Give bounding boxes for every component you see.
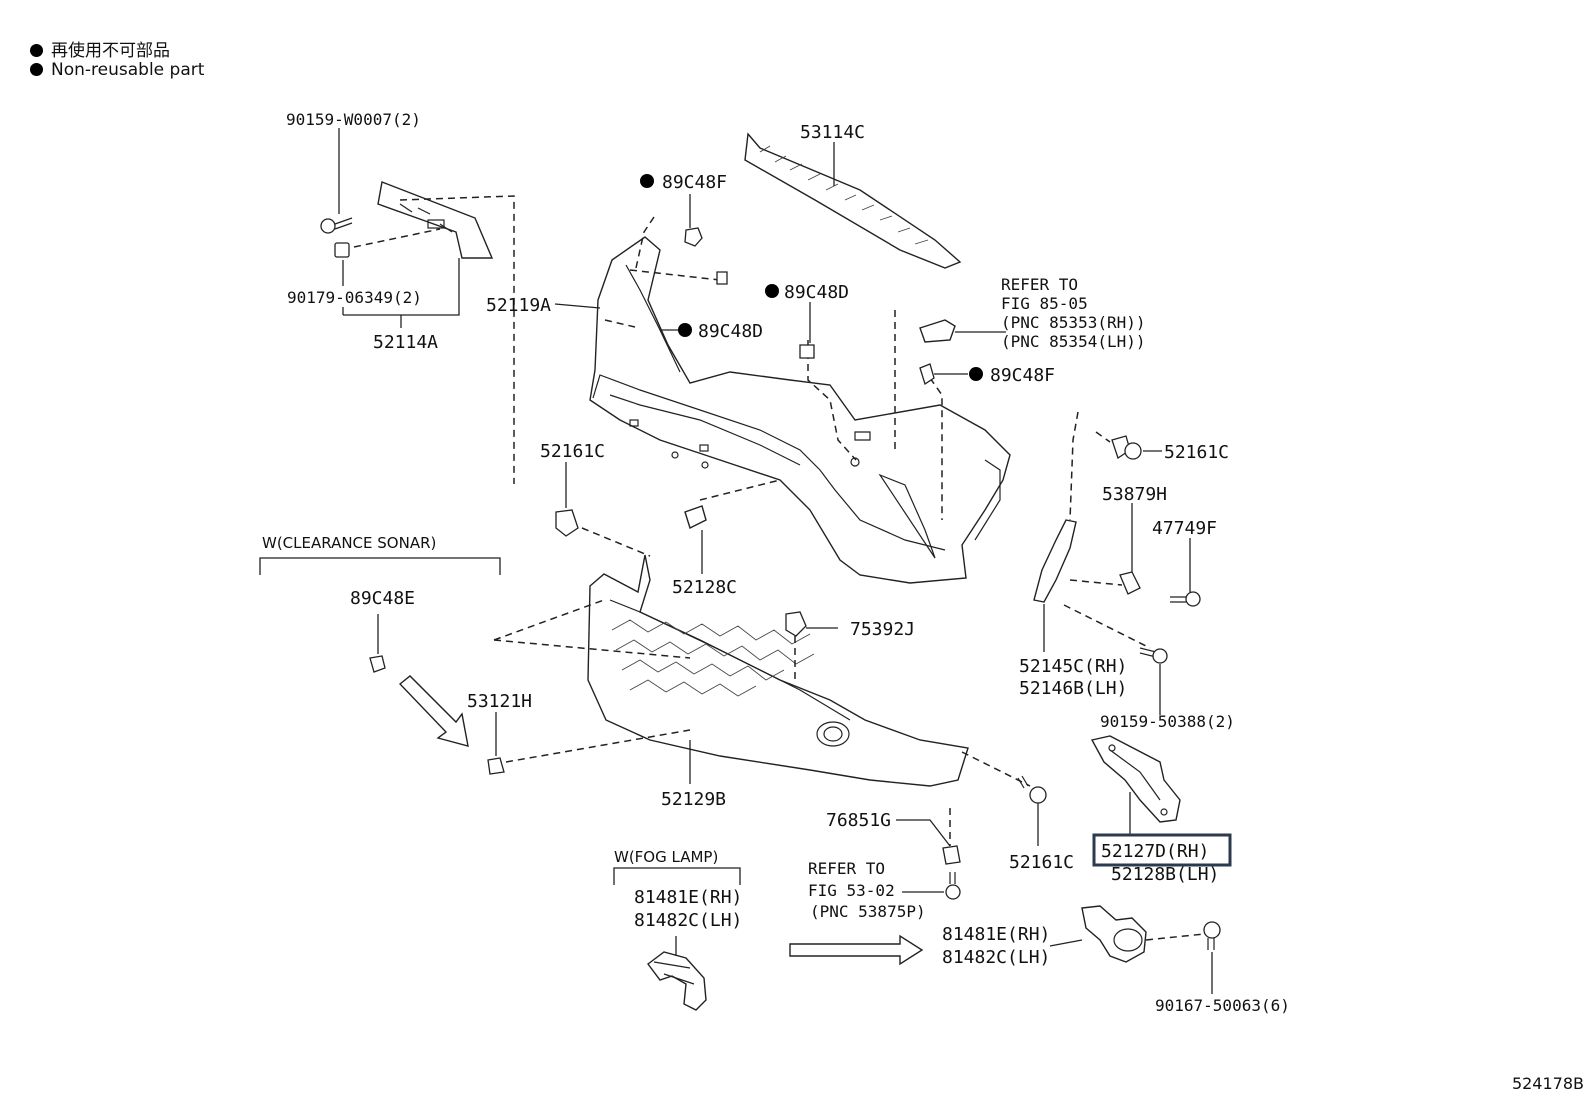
label-53114c: 53114C <box>800 122 865 143</box>
label-81481e-right: 81481E(RH) <box>942 924 1050 945</box>
label-53121h: 53121H <box>467 691 532 712</box>
label-refer-53-1: REFER TO <box>808 859 885 878</box>
right-retainer-group <box>1033 411 1201 715</box>
clip-76851g-icon <box>942 845 961 865</box>
clearance-sonar-group <box>259 557 501 747</box>
label-89c48f-top: 89C48F <box>662 172 727 193</box>
clip-53121h-icon <box>487 757 505 775</box>
bolt-90159-50388-icon <box>1139 647 1168 664</box>
highlight-box <box>1092 833 1232 867</box>
clip-89c48d-b-icon <box>799 344 815 359</box>
label-90179-06349: 90179-06349(2) <box>287 288 422 307</box>
clip-89c48d-a-icon <box>716 271 728 285</box>
cap-52128c-icon <box>684 505 707 529</box>
clip-89c48e-icon <box>369 655 386 673</box>
label-clearance-sonar: W(CLEARANCE SONAR) <box>262 534 436 552</box>
fog-lamp-group <box>613 867 1221 1011</box>
bullet-icon <box>640 174 654 188</box>
screw-47749f-icon <box>1170 591 1201 607</box>
bolt-icon <box>320 217 353 234</box>
label-90159-50388: 90159-50388(2) <box>1100 712 1235 731</box>
label-52161c-low: 52161C <box>1009 852 1074 873</box>
clip-53879h-icon <box>1119 571 1141 595</box>
label-81482c-right: 81482C(LH) <box>942 947 1050 968</box>
label-81481e-left: 81481E(RH) <box>634 887 742 908</box>
bracket-52127d <box>1090 735 1181 836</box>
nut-icon <box>334 242 350 258</box>
label-refer-53-2: FIG 53-02 <box>808 881 895 900</box>
label-52128c: 52128C <box>672 577 737 598</box>
clip-75392j-icon <box>785 611 807 637</box>
label-47749f: 47749F <box>1152 518 1217 539</box>
label-refer-85-4: (PNC 85354(LH)) <box>1001 332 1146 351</box>
label-52114a: 52114A <box>373 332 438 353</box>
bullet-icon <box>678 323 692 337</box>
label-89c48d-a: 89C48D <box>698 321 763 342</box>
label-52129b: 52129B <box>661 789 726 810</box>
bumper-cover <box>554 216 1011 584</box>
label-90159-w0007: 90159-W0007(2) <box>286 110 421 129</box>
bullet-icon <box>30 63 43 76</box>
clip-89c48f-right-icon <box>919 363 935 386</box>
label-89c48f-right: 89C48F <box>990 365 1055 386</box>
lower-grille <box>493 554 969 787</box>
bolt-53875p-icon <box>945 872 961 900</box>
bullet-icon <box>765 284 779 298</box>
upper-grille <box>744 132 962 269</box>
clip-89c48f-top-icon <box>684 227 703 247</box>
label-53879h: 53879H <box>1102 484 1167 505</box>
arrow-icon <box>398 675 469 747</box>
label-76851g: 76851G <box>826 810 891 831</box>
bullet-icon <box>969 367 983 381</box>
legend-jp-text: 再使用不可部品 <box>51 41 170 61</box>
fog-cover-icon <box>919 319 956 343</box>
figure-number: 524178B <box>1511 1074 1584 1093</box>
label-90167-50063: 90167-50063(6) <box>1155 996 1290 1015</box>
legend-jp: 再使用不可部品 <box>30 36 170 61</box>
legend-en-text: Non-reusable part <box>51 60 205 80</box>
label-fog-lamp: W(FOG LAMP) <box>614 848 718 866</box>
label-refer-85-3: (PNC 85353(RH)) <box>1001 313 1146 332</box>
screw-90167-50063-icon <box>1203 921 1221 950</box>
bullet-icon <box>30 44 43 57</box>
legend-en: Non-reusable part <box>30 60 204 80</box>
label-52145c: 52145C(RH) <box>1019 656 1127 677</box>
label-52146b: 52146B(LH) <box>1019 678 1127 699</box>
label-89c48e: 89C48E <box>350 588 415 609</box>
label-81482c-left: 81482C(LH) <box>634 910 742 931</box>
label-52161c-mid: 52161C <box>540 441 605 462</box>
label-89c48d-b: 89C48D <box>784 282 849 303</box>
label-52127d: 52127D(RH) <box>1101 841 1209 862</box>
label-52119a: 52119A <box>486 295 551 316</box>
clip-52161c-mid-icon <box>555 509 579 537</box>
arrow-right-icon <box>789 934 924 966</box>
label-refer-85-2: FIG 85-05 <box>1001 294 1088 313</box>
label-refer-85-1: REFER TO <box>1001 275 1078 294</box>
label-52161c-right: 52161C <box>1164 442 1229 463</box>
label-75392j: 75392J <box>850 619 915 640</box>
label-refer-53-3: (PNC 53875P) <box>810 902 926 921</box>
clip-52161c-low-icon <box>1017 775 1047 804</box>
label-52128b: 52128B(LH) <box>1111 864 1219 885</box>
license-bracket-group <box>320 128 515 484</box>
